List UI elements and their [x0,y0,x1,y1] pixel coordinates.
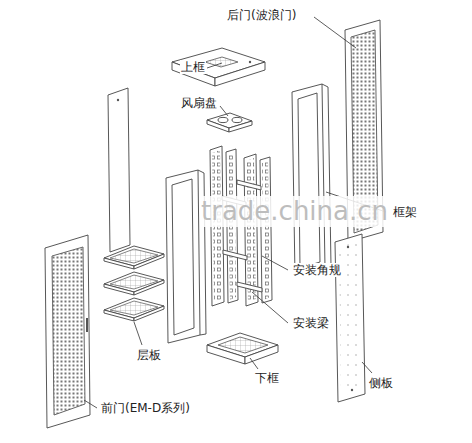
part-label: 框架 [392,205,418,219]
side-panel-right [335,234,365,402]
part-label: 上框 [180,60,206,74]
front-door [45,235,90,428]
side-panel-left [108,88,130,252]
rear-frame [292,84,331,276]
part-label: 后门(波浪门) [226,8,297,22]
shelves [104,246,164,321]
part-label: 风扇盘 [180,96,218,110]
fan-tray [207,113,252,132]
part-label: 下框 [254,371,280,385]
part-label: 侧板 [368,376,394,390]
part-label: 安装梁 [292,316,330,330]
bottom-frame [207,333,278,364]
watermark: trade.china.cn [200,196,389,227]
top-frame [172,48,265,86]
part-label: 前门(EM-D系列) [100,401,191,415]
part-label: 层板 [136,348,162,362]
part-label: 安装角规 [292,263,342,277]
